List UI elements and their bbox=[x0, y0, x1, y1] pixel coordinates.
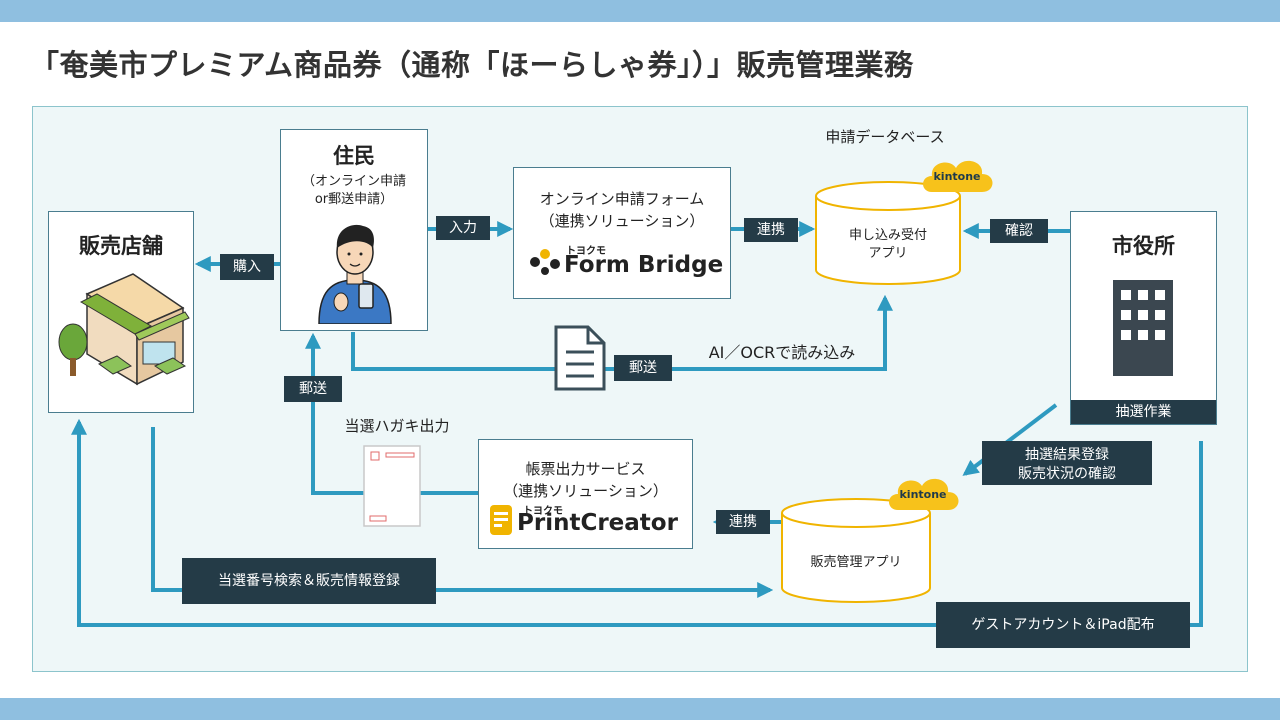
db-app-line1: 申し込み受付 bbox=[848, 228, 927, 243]
db-app-line2: アプリ bbox=[868, 246, 908, 261]
formbridge-brand-small: トヨクモ bbox=[566, 246, 606, 257]
sales-app-name: 販売管理アプリ bbox=[810, 555, 902, 570]
resident-sub1: （オンライン申請 bbox=[301, 174, 406, 189]
city-name: 市役所 bbox=[1112, 234, 1175, 258]
store-name: 販売店舗 bbox=[79, 234, 163, 258]
label-guest-account: ゲストアカウント＆iPad配布 bbox=[936, 602, 1190, 648]
label-lottery-result-line2: 販売状況の確認 bbox=[1018, 466, 1116, 482]
form-service-line2: （連携ソリューション） bbox=[539, 212, 705, 230]
kintone-badge-1-label: kintone bbox=[933, 170, 981, 183]
printcreator-logo-icon bbox=[490, 505, 512, 535]
label-link-1: 連携 bbox=[744, 218, 798, 242]
resident-sub2: or郵送申請） bbox=[314, 192, 394, 207]
label-search-register: 当選番号検索＆販売情報登録 bbox=[182, 558, 436, 604]
formbridge-brand: Form Bridge bbox=[564, 252, 724, 278]
label-link-2: 連携 bbox=[716, 510, 770, 534]
form-service-line1: オンライン申請フォーム bbox=[539, 190, 705, 208]
city-task-label: 抽選作業 bbox=[1071, 400, 1216, 424]
postcard-icon bbox=[363, 445, 421, 527]
shop-icon bbox=[58, 273, 190, 386]
city-box: 市役所 抽選作業 bbox=[1070, 211, 1217, 425]
label-confirm: 確認 bbox=[990, 219, 1048, 243]
kintone-cloud-icon bbox=[889, 478, 959, 510]
database-caption: 申請データベース bbox=[825, 128, 945, 146]
page-title: 「奄美市プレミアム商品券（通称「ほーらしゃ券」）」販売管理業務 bbox=[30, 48, 914, 82]
resident-box: 住民 （オンライン申請 or郵送申請） bbox=[280, 129, 428, 331]
label-purchase: 購入 bbox=[220, 254, 274, 280]
kintone-badge-1: kintone bbox=[918, 154, 996, 198]
label-input: 入力 bbox=[436, 216, 490, 240]
print-service-line1: 帳票出力サービス bbox=[525, 460, 646, 478]
print-service-box: 帳票出力サービス （連携ソリューション） トヨクモ PrintCreator bbox=[478, 439, 693, 549]
label-mail-2: 郵送 bbox=[284, 376, 342, 402]
kintone-cloud-icon bbox=[923, 160, 993, 192]
form-service-box: オンライン申請フォーム （連携ソリューション） トヨクモ Form Bridge bbox=[513, 167, 731, 299]
building-icon bbox=[1113, 280, 1173, 376]
printcreator-brand: PrintCreator bbox=[517, 510, 678, 536]
kintone-badge-2-label: kintone bbox=[899, 488, 947, 501]
label-lottery-result-line1: 抽選結果登録 bbox=[1025, 447, 1109, 463]
arrow-store-to-sales bbox=[151, 427, 774, 598]
resident-name: 住民 bbox=[333, 144, 375, 168]
bottom-band bbox=[0, 698, 1280, 720]
print-service-line2: （連携ソリューション） bbox=[503, 482, 668, 500]
top-band bbox=[0, 0, 1280, 22]
printcreator-brand-small: トヨクモ bbox=[523, 506, 563, 517]
store-box: 販売店舗 bbox=[48, 211, 194, 413]
formbridge-logo-icon bbox=[530, 249, 560, 275]
label-postcard: 当選ハガキ出力 bbox=[344, 417, 450, 435]
person-icon bbox=[318, 224, 392, 324]
application-db-cylinder bbox=[815, 181, 961, 285]
label-ai-ocr: AI／OCRで読み込み bbox=[708, 343, 856, 362]
kintone-badge-2: kintone bbox=[884, 472, 962, 516]
label-lottery-result: 抽選結果登録 販売状況の確認 bbox=[982, 441, 1152, 485]
arrow-city-to-store bbox=[71, 418, 1203, 627]
label-mail-1: 郵送 bbox=[614, 355, 672, 381]
document-icon bbox=[554, 325, 606, 391]
arrow-city-to-sales bbox=[962, 403, 1058, 476]
